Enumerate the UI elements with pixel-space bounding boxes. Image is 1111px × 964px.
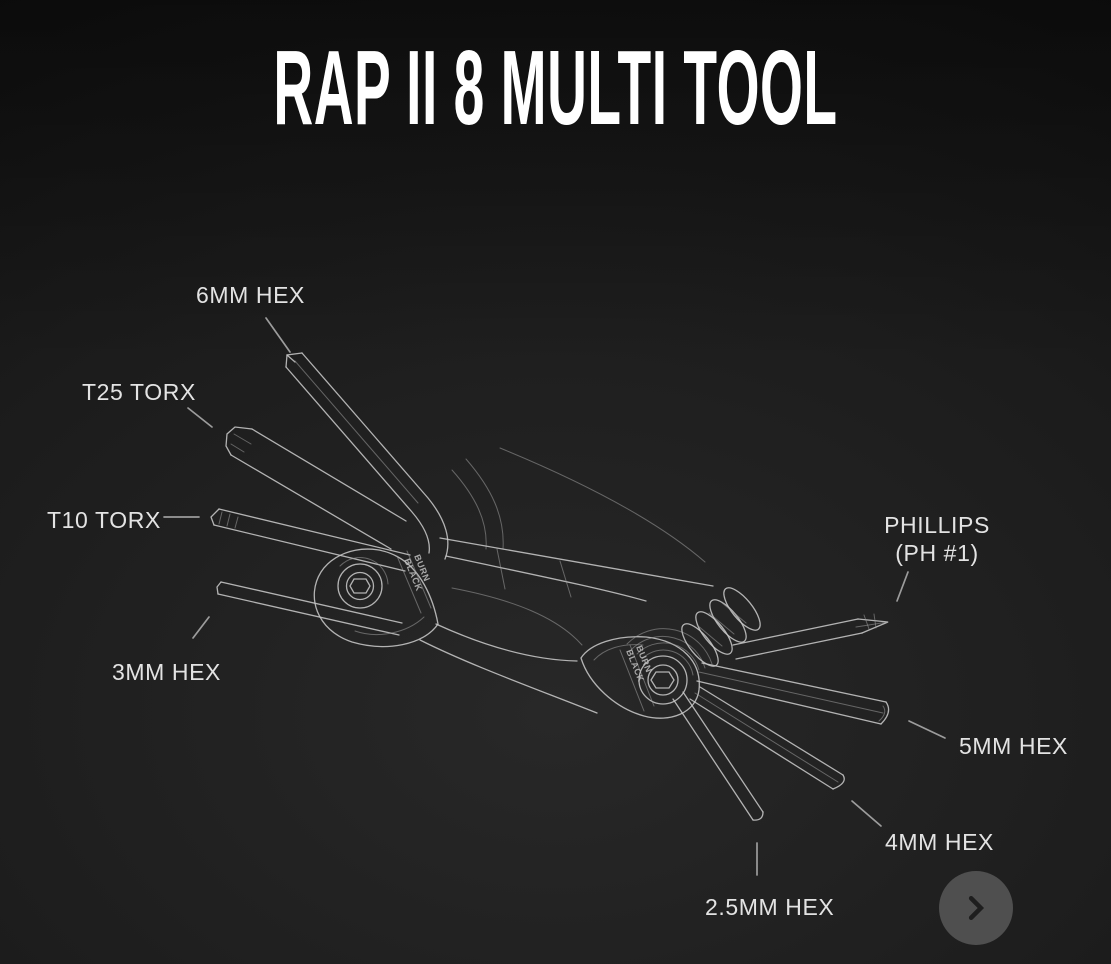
- leader-line-4mm-hex: [851, 800, 882, 827]
- label-phillips-line2: (PH #1): [895, 540, 979, 566]
- leader-line-6mm-hex: [265, 317, 291, 353]
- label-phillips: PHILLIPS (PH #1): [884, 511, 990, 567]
- label-2-5mm-hex: 2.5MM HEX: [705, 894, 835, 920]
- page-title: RAP II 8 MULTI TOOL: [273, 29, 838, 147]
- label-3mm-hex: 3MM HEX: [112, 659, 221, 685]
- label-5mm-hex: 5MM HEX: [959, 733, 1068, 759]
- leader-line-t25-torx: [187, 407, 213, 428]
- leader-lines: [163, 317, 946, 876]
- label-phillips-line1: PHILLIPS: [884, 512, 990, 538]
- brand-marking-right: BLACK BURN: [624, 644, 654, 684]
- leader-line-phillips: [896, 571, 909, 602]
- leader-line-5mm-hex: [908, 720, 946, 739]
- label-t25-torx: T25 TORX: [82, 379, 196, 405]
- label-t10-torx: T10 TORX: [47, 507, 161, 533]
- multi-tool-line-art: [210, 352, 890, 821]
- chevron-right-icon: [968, 896, 985, 920]
- page-title-wrap: RAP II 8 MULTI TOOL: [0, 29, 1111, 147]
- label-4mm-hex: 4MM HEX: [885, 829, 994, 855]
- brand-marking-left: BLACK BURN: [402, 553, 432, 593]
- label-6mm-hex: 6MM HEX: [196, 282, 305, 308]
- leader-line-3mm-hex: [192, 616, 210, 639]
- next-button[interactable]: [939, 871, 1013, 945]
